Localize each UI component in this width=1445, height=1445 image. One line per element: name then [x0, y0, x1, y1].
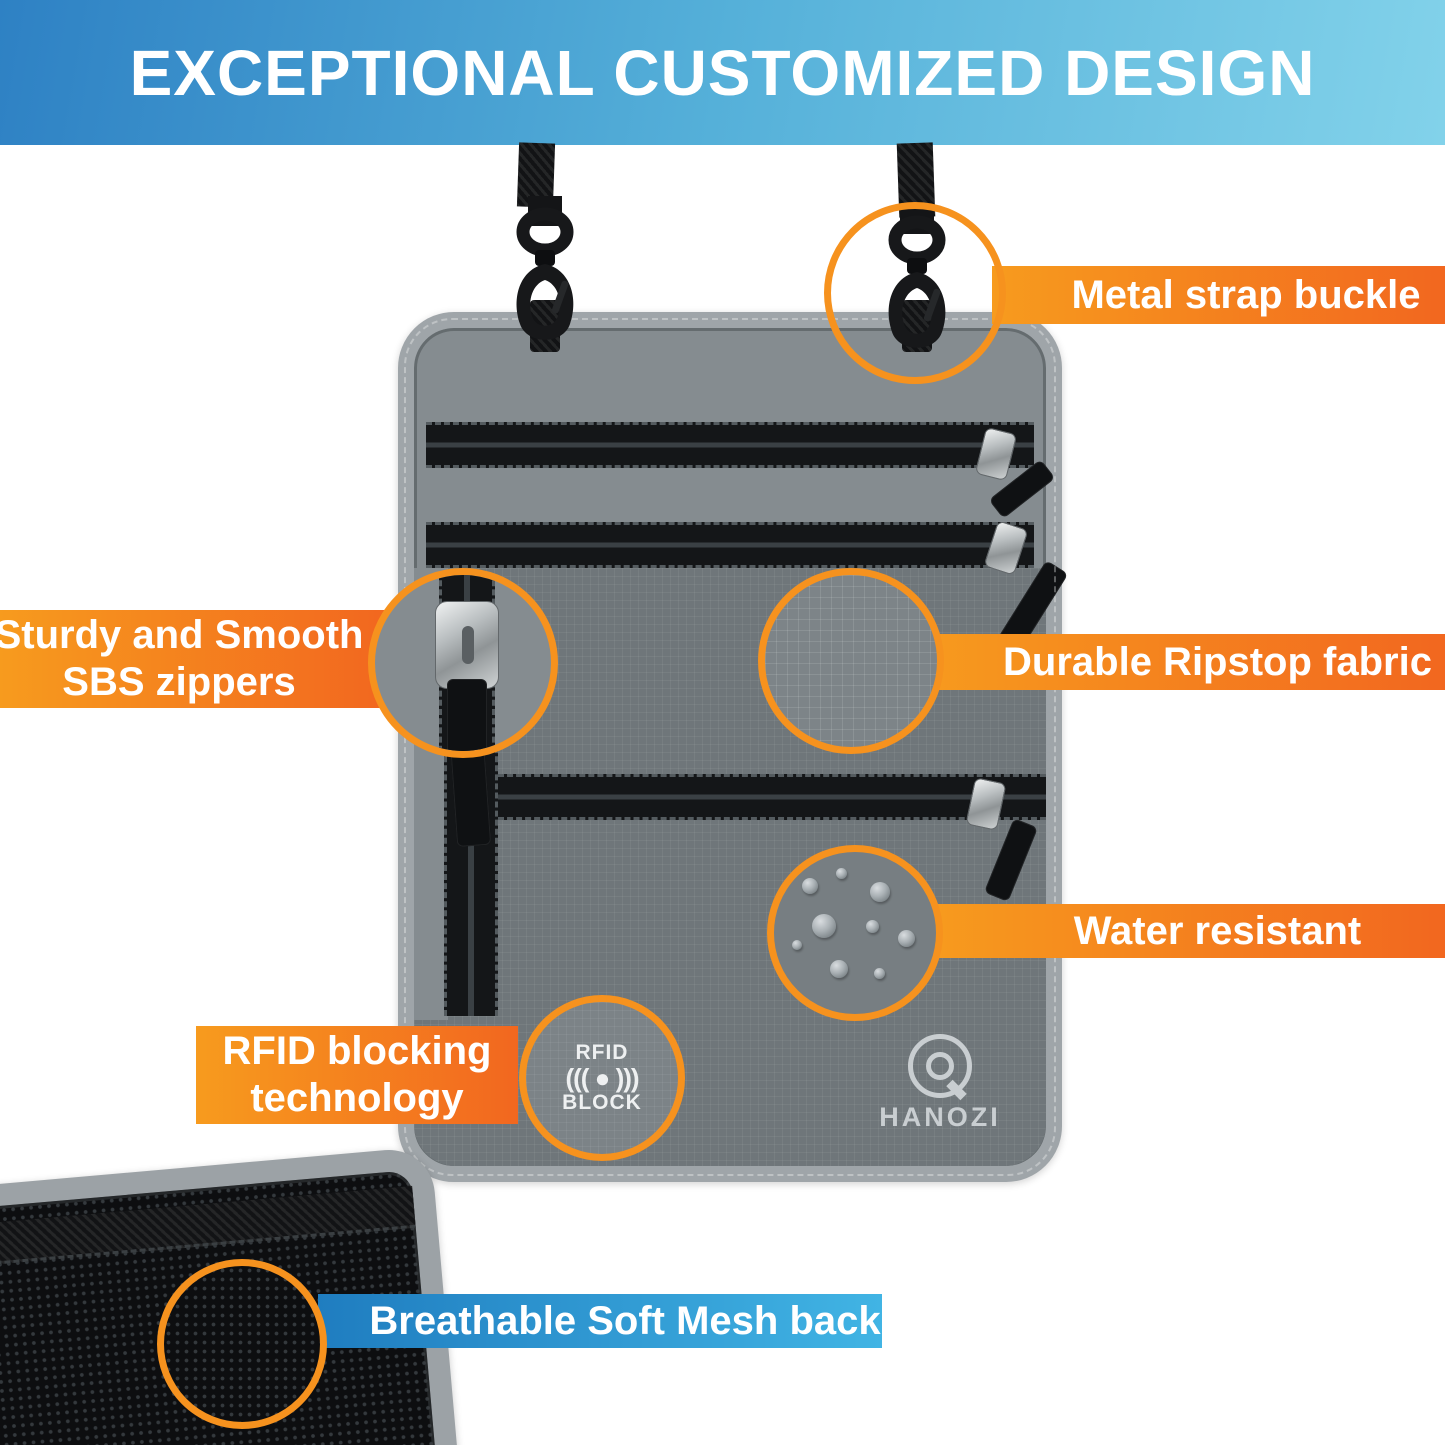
middle-zipper [498, 774, 1046, 820]
highlight-circle-buckle [824, 202, 1006, 384]
highlight-circle-ripstop [758, 568, 944, 754]
highlight-circle-rfid: RFID ((( ● ))) BLOCK [519, 995, 685, 1161]
banner: EXCEPTIONAL CUSTOMIZED DESIGN [0, 0, 1445, 145]
water-droplet [874, 968, 885, 979]
callout-rfid-blocking: RFID blocking technology [196, 1026, 518, 1124]
banner-title: EXCEPTIONAL CUSTOMIZED DESIGN [129, 36, 1316, 109]
callout-text: SBS zippers [62, 660, 296, 704]
second-zipper [426, 522, 1034, 568]
callout-text: Metal strap buckle [1071, 272, 1421, 317]
zoomed-zipper-slider-icon [435, 601, 499, 689]
rfid-block-label: BLOCK [562, 1091, 642, 1114]
left-swivel-clasp-icon [516, 196, 574, 340]
water-droplet [870, 882, 890, 902]
callout-text: Sturdy and Smooth [0, 613, 364, 657]
callout-mesh-back: Breathable Soft Mesh back [318, 1294, 882, 1348]
highlight-circle-mesh [157, 1259, 327, 1429]
water-droplet [812, 914, 836, 938]
back-panel-webbing [0, 1185, 416, 1270]
callout-metal-strap-buckle: Metal strap buckle [992, 266, 1445, 324]
top-zipper [426, 422, 1034, 468]
callout-text: Durable Ripstop fabric [1003, 639, 1432, 684]
callout-text: Water resistant [1073, 908, 1362, 953]
water-droplet [836, 868, 847, 879]
callout-water-resistant: Water resistant [930, 904, 1445, 958]
callout-text: Breathable Soft Mesh back [369, 1298, 881, 1343]
highlight-circle-zipper [368, 568, 558, 758]
callout-text: technology [250, 1076, 464, 1120]
callout-sbs-zippers: Sturdy and Smooth SBS zippers [0, 610, 386, 708]
rfid-block-icon: RFID ((( ● ))) BLOCK [562, 1041, 642, 1115]
brand-name: HANOZI [879, 1102, 1001, 1132]
callout-ripstop-fabric: Durable Ripstop fabric [920, 634, 1445, 690]
water-droplet [830, 960, 848, 978]
water-droplet [792, 940, 802, 950]
water-droplet [866, 920, 879, 933]
water-droplet [802, 878, 818, 894]
slider-slot [462, 626, 474, 664]
callout-text: RFID blocking [222, 1029, 492, 1073]
zoomed-pull-tab [447, 679, 487, 751]
rfid-label: RFID [575, 1041, 629, 1064]
brand-logo-icon [908, 1034, 972, 1098]
rfid-waves-icon: ((( ● ))) [565, 1063, 639, 1093]
highlight-circle-water [767, 845, 943, 1021]
water-droplet [898, 930, 915, 947]
